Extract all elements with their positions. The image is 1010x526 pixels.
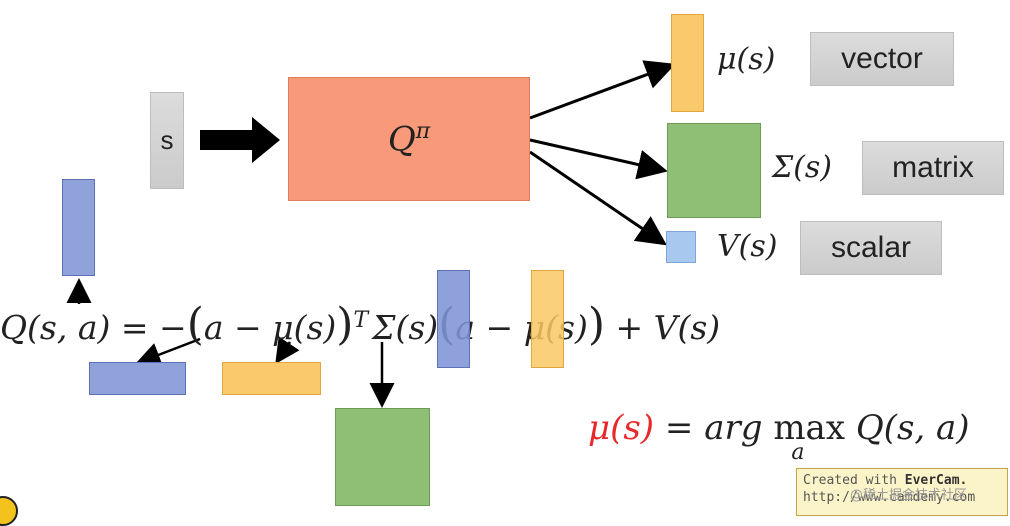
sigma-equation-block: [335, 408, 430, 506]
v-output-label: V(s): [717, 229, 778, 264]
scalar-type-label: scalar: [800, 221, 942, 275]
eq-close2: ): [587, 299, 606, 350]
eq-open1: (: [186, 299, 204, 350]
a-transpose-row-block: [89, 362, 186, 395]
arrow-to-sigma: [529, 138, 668, 180]
q-decomposition-equation: Q(s, a) = −(a − μ(s))TΣ(s)(a − μ(s)) + V…: [0, 296, 720, 353]
community-watermark: @稀土掘金技术社区: [850, 488, 968, 503]
a-column-block: [62, 179, 95, 276]
eq-transpose: T: [353, 308, 369, 333]
eq-term-a1: a − μ(s): [203, 308, 337, 347]
arrow-mu-transpose: [275, 336, 300, 365]
q-network-label: Q: [387, 119, 416, 160]
state-label: s: [160, 125, 174, 155]
state-input-box: s: [150, 92, 184, 189]
eq-sigma: Σ(s): [372, 308, 439, 347]
mu-overlay-block: [531, 270, 564, 368]
arrow-to-v: [529, 150, 667, 246]
argmax-arg: arg: [704, 408, 763, 448]
vector-type-label: vector: [810, 32, 954, 86]
a-overlay-block: [437, 270, 470, 368]
eq-lhs: Q(s, a) = −: [0, 308, 187, 347]
argmax-equation: μ(s) = arg max a Q(s, a): [588, 408, 970, 465]
arrow-a-transpose: [135, 337, 201, 367]
argmax-max: max: [773, 408, 845, 448]
sigma-output-label: Σ(s): [772, 150, 833, 185]
sigma-matrix-block: [667, 123, 761, 218]
mu-transpose-row-block: [222, 362, 321, 395]
eq-close1: ): [336, 299, 354, 350]
argmax-rhs: Q(s, a): [855, 408, 970, 448]
argmax-sub: a: [791, 440, 805, 465]
eq-minus: −: [485, 308, 514, 347]
q-network-box: Qπ: [288, 77, 530, 201]
argmax-lhs: μ(s): [588, 408, 655, 448]
mu-output-label: μ(s): [717, 42, 776, 77]
eq-tail: + V(s): [615, 308, 721, 347]
matrix-type-label: matrix: [862, 141, 1004, 195]
mu-vector-block: [671, 14, 704, 112]
q-network-superscript: π: [415, 118, 431, 144]
evercam-watermark: Created with EverCam. http://www.camdemy…: [796, 468, 1008, 516]
argmax-eq: =: [664, 408, 694, 448]
input-arrow: [200, 117, 280, 163]
v-scalar-block: [666, 231, 696, 263]
arrow-to-mu: [529, 60, 676, 120]
